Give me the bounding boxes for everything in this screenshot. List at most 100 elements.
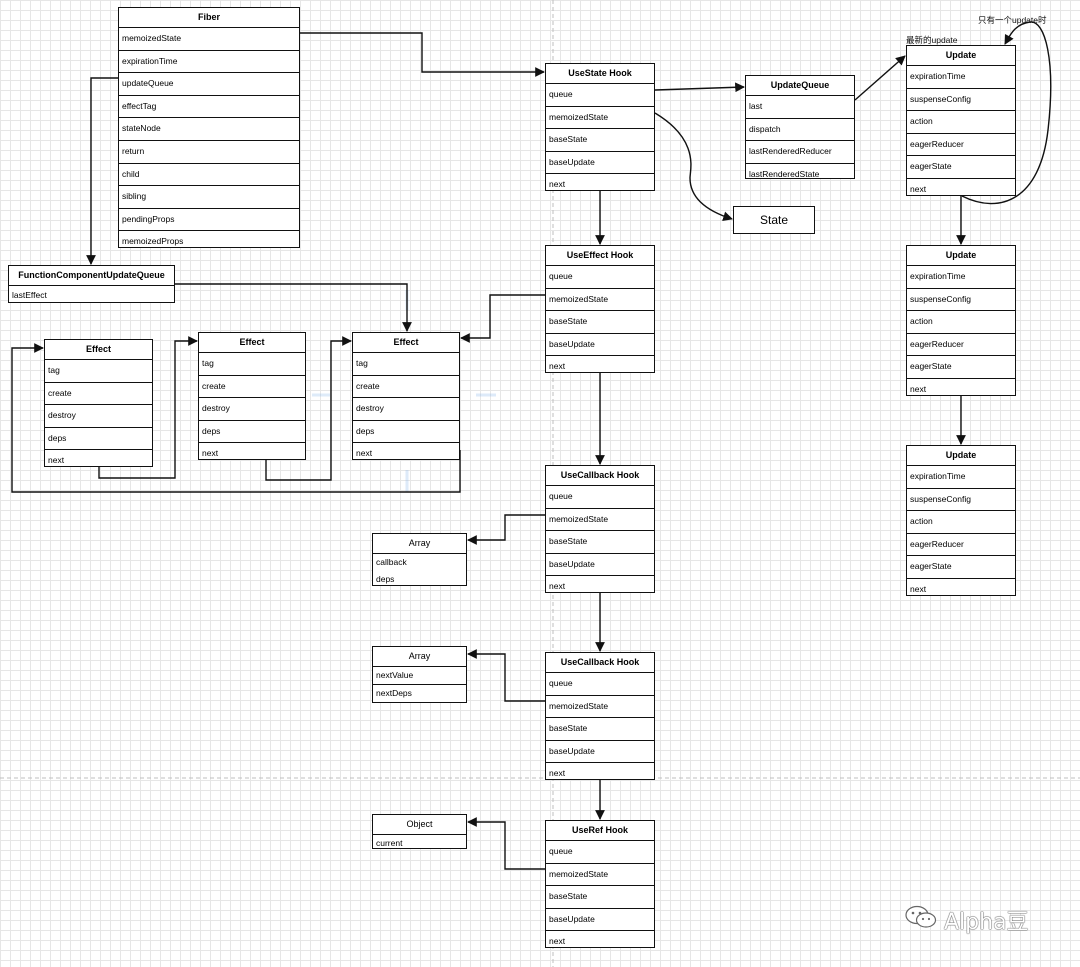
effect-1-title: Effect xyxy=(45,340,152,360)
update-3-title: Update xyxy=(907,446,1015,466)
update-node-1[interactable]: Update expirationTime suspenseConfig act… xyxy=(906,45,1016,196)
effect-1-field-next: next xyxy=(48,455,65,466)
update-3-field-action: action xyxy=(907,511,1015,534)
useeffect-field-basestate: baseState xyxy=(546,311,654,334)
update-2-field-eagerreducer: eagerReducer xyxy=(907,334,1015,357)
useref-field-queue: queue xyxy=(546,841,654,864)
update-node-2[interactable]: Update expirationTime suspenseConfig act… xyxy=(906,245,1016,396)
array-callback-title: Array xyxy=(373,534,466,554)
array-callback-node[interactable]: Array callback deps xyxy=(372,533,467,586)
object-ref-title: Object xyxy=(373,815,466,835)
update-queue-field-lastrenderedreducer: lastRenderedReducer xyxy=(746,141,854,164)
arrow-effect1-to-effect2 xyxy=(98,336,198,479)
fiber-node[interactable]: Fiber memoizedState expirationTime updat… xyxy=(118,7,300,248)
update-node-3[interactable]: Update expirationTime suspenseConfig act… xyxy=(906,445,1016,596)
usecallback-hook-node-1[interactable]: UseCallback Hook queue memoizedState bas… xyxy=(545,465,655,593)
wechat-icon xyxy=(905,905,937,928)
useref-field-baseupdate: baseUpdate xyxy=(546,909,654,932)
usestate-field-basestate: baseState xyxy=(546,129,654,152)
update-2-field-eagerstate: eagerState xyxy=(907,356,1015,379)
useref-hook-title: UseRef Hook xyxy=(546,821,654,841)
usecallback-2-field-basestate: baseState xyxy=(546,718,654,741)
update-1-field-action: action xyxy=(907,111,1015,134)
usecallback-1-field-queue: queue xyxy=(546,486,654,509)
fcuq-field-lasteffect: lastEffect xyxy=(12,290,47,300)
array-next-field-nextdeps: nextDeps xyxy=(376,688,412,698)
update-3-field-eagerstate: eagerState xyxy=(907,556,1015,579)
fiber-field-return: return xyxy=(119,141,299,164)
arrow-fiber-to-usestate xyxy=(300,32,545,77)
effect-1-field-tag: tag xyxy=(45,360,152,383)
usestate-hook-node[interactable]: UseState Hook queue memoizedState baseSt… xyxy=(545,63,655,191)
arrow-usestate-to-updatequeue xyxy=(654,82,745,93)
fiber-field-memoizedprops: memoizedProps xyxy=(122,236,184,247)
arrow-fiber-to-fcuq xyxy=(86,77,118,265)
effect-3-title: Effect xyxy=(353,333,459,353)
arrow-usecallback1-to-array xyxy=(467,514,545,545)
array-next-field-nextvalue: nextValue xyxy=(373,667,466,685)
effect-node-3[interactable]: Effect tag create destroy deps next xyxy=(352,332,460,460)
arrow-fcuq-to-effect3 xyxy=(175,283,412,332)
update-1-field-next: next xyxy=(910,183,927,194)
useref-hook-node[interactable]: UseRef Hook queue memoizedState baseStat… xyxy=(545,820,655,948)
update-1-field-expirationtime: expirationTime xyxy=(907,66,1015,89)
effect-node-1[interactable]: Effect tag create destroy deps next xyxy=(44,339,153,467)
useeffect-field-memoizedstate: memoizedState xyxy=(546,289,654,312)
update-queue-field-dispatch: dispatch xyxy=(746,119,854,142)
usecallback-hook-node-2[interactable]: UseCallback Hook queue memoizedState bas… xyxy=(545,652,655,780)
usecallback-1-field-basestate: baseState xyxy=(546,531,654,554)
update-2-field-suspenseconfig: suspenseConfig xyxy=(907,289,1015,312)
fiber-title: Fiber xyxy=(119,8,299,28)
annotation-latest-update: 最新的update xyxy=(906,35,958,45)
useref-field-basestate: baseState xyxy=(546,886,654,909)
usecallback-2-field-baseupdate: baseUpdate xyxy=(546,741,654,764)
usecallback-1-field-next: next xyxy=(549,581,566,592)
object-ref-node[interactable]: Object current xyxy=(372,814,467,849)
useeffect-hook-title: UseEffect Hook xyxy=(546,246,654,266)
arrow-usestate-to-state xyxy=(654,112,733,221)
function-component-update-queue-node[interactable]: FunctionComponentUpdateQueue lastEffect xyxy=(8,265,175,303)
arrow-effect2-to-effect3 xyxy=(265,336,352,481)
fiber-field-updatequeue: updateQueue xyxy=(119,73,299,96)
effect-node-2[interactable]: Effect tag create destroy deps next xyxy=(198,332,306,460)
usecallback-1-field-memoizedstate: memoizedState xyxy=(546,509,654,532)
effect-3-field-create: create xyxy=(353,376,459,399)
arrow-useref-to-object xyxy=(467,817,545,870)
update-2-field-expirationtime: expirationTime xyxy=(907,266,1015,289)
array-callback-field-deps: deps xyxy=(376,574,395,584)
update-queue-title: UpdateQueue xyxy=(746,76,854,96)
usecallback-1-title: UseCallback Hook xyxy=(546,466,654,486)
effect-3-field-next: next xyxy=(356,448,373,459)
effect-2-field-deps: deps xyxy=(199,421,305,444)
usecallback-2-field-memoizedstate: memoizedState xyxy=(546,696,654,719)
effect-2-field-next: next xyxy=(202,448,219,459)
effect-1-field-create: create xyxy=(45,383,152,406)
effect-2-title: Effect xyxy=(199,333,305,353)
usestate-field-next: next xyxy=(549,179,566,190)
update-queue-field-lastrenderedstate: lastRenderedState xyxy=(749,168,820,179)
annotation-only-one-update: 只有一个update时 xyxy=(978,15,1047,25)
update-3-field-next: next xyxy=(910,583,927,594)
update-1-field-suspenseconfig: suspenseConfig xyxy=(907,89,1015,112)
state-label: State xyxy=(759,213,789,227)
update-queue-node[interactable]: UpdateQueue last dispatch lastRenderedRe… xyxy=(745,75,855,179)
effect-3-field-deps: deps xyxy=(353,421,459,444)
effect-3-field-tag: tag xyxy=(353,353,459,376)
effect-2-field-tag: tag xyxy=(199,353,305,376)
fiber-field-effecttag: effectTag xyxy=(119,96,299,119)
state-node[interactable]: State xyxy=(733,206,815,234)
fiber-field-expirationtime: expirationTime xyxy=(119,51,299,74)
useeffect-field-baseupdate: baseUpdate xyxy=(546,334,654,357)
useeffect-field-next: next xyxy=(549,361,566,372)
effect-3-field-destroy: destroy xyxy=(353,398,459,421)
fiber-field-memoizedstate: memoizedState xyxy=(119,28,299,51)
usestate-hook-title: UseState Hook xyxy=(546,64,654,84)
effect-2-field-create: create xyxy=(199,376,305,399)
update-3-field-suspenseconfig: suspenseConfig xyxy=(907,489,1015,512)
effect-1-field-deps: deps xyxy=(45,428,152,451)
update-1-field-eagerstate: eagerState xyxy=(907,156,1015,179)
useeffect-hook-node[interactable]: UseEffect Hook queue memoizedState baseS… xyxy=(545,245,655,373)
useref-field-memoizedstate: memoizedState xyxy=(546,864,654,887)
array-next-node[interactable]: Array nextValue nextDeps xyxy=(372,646,467,703)
